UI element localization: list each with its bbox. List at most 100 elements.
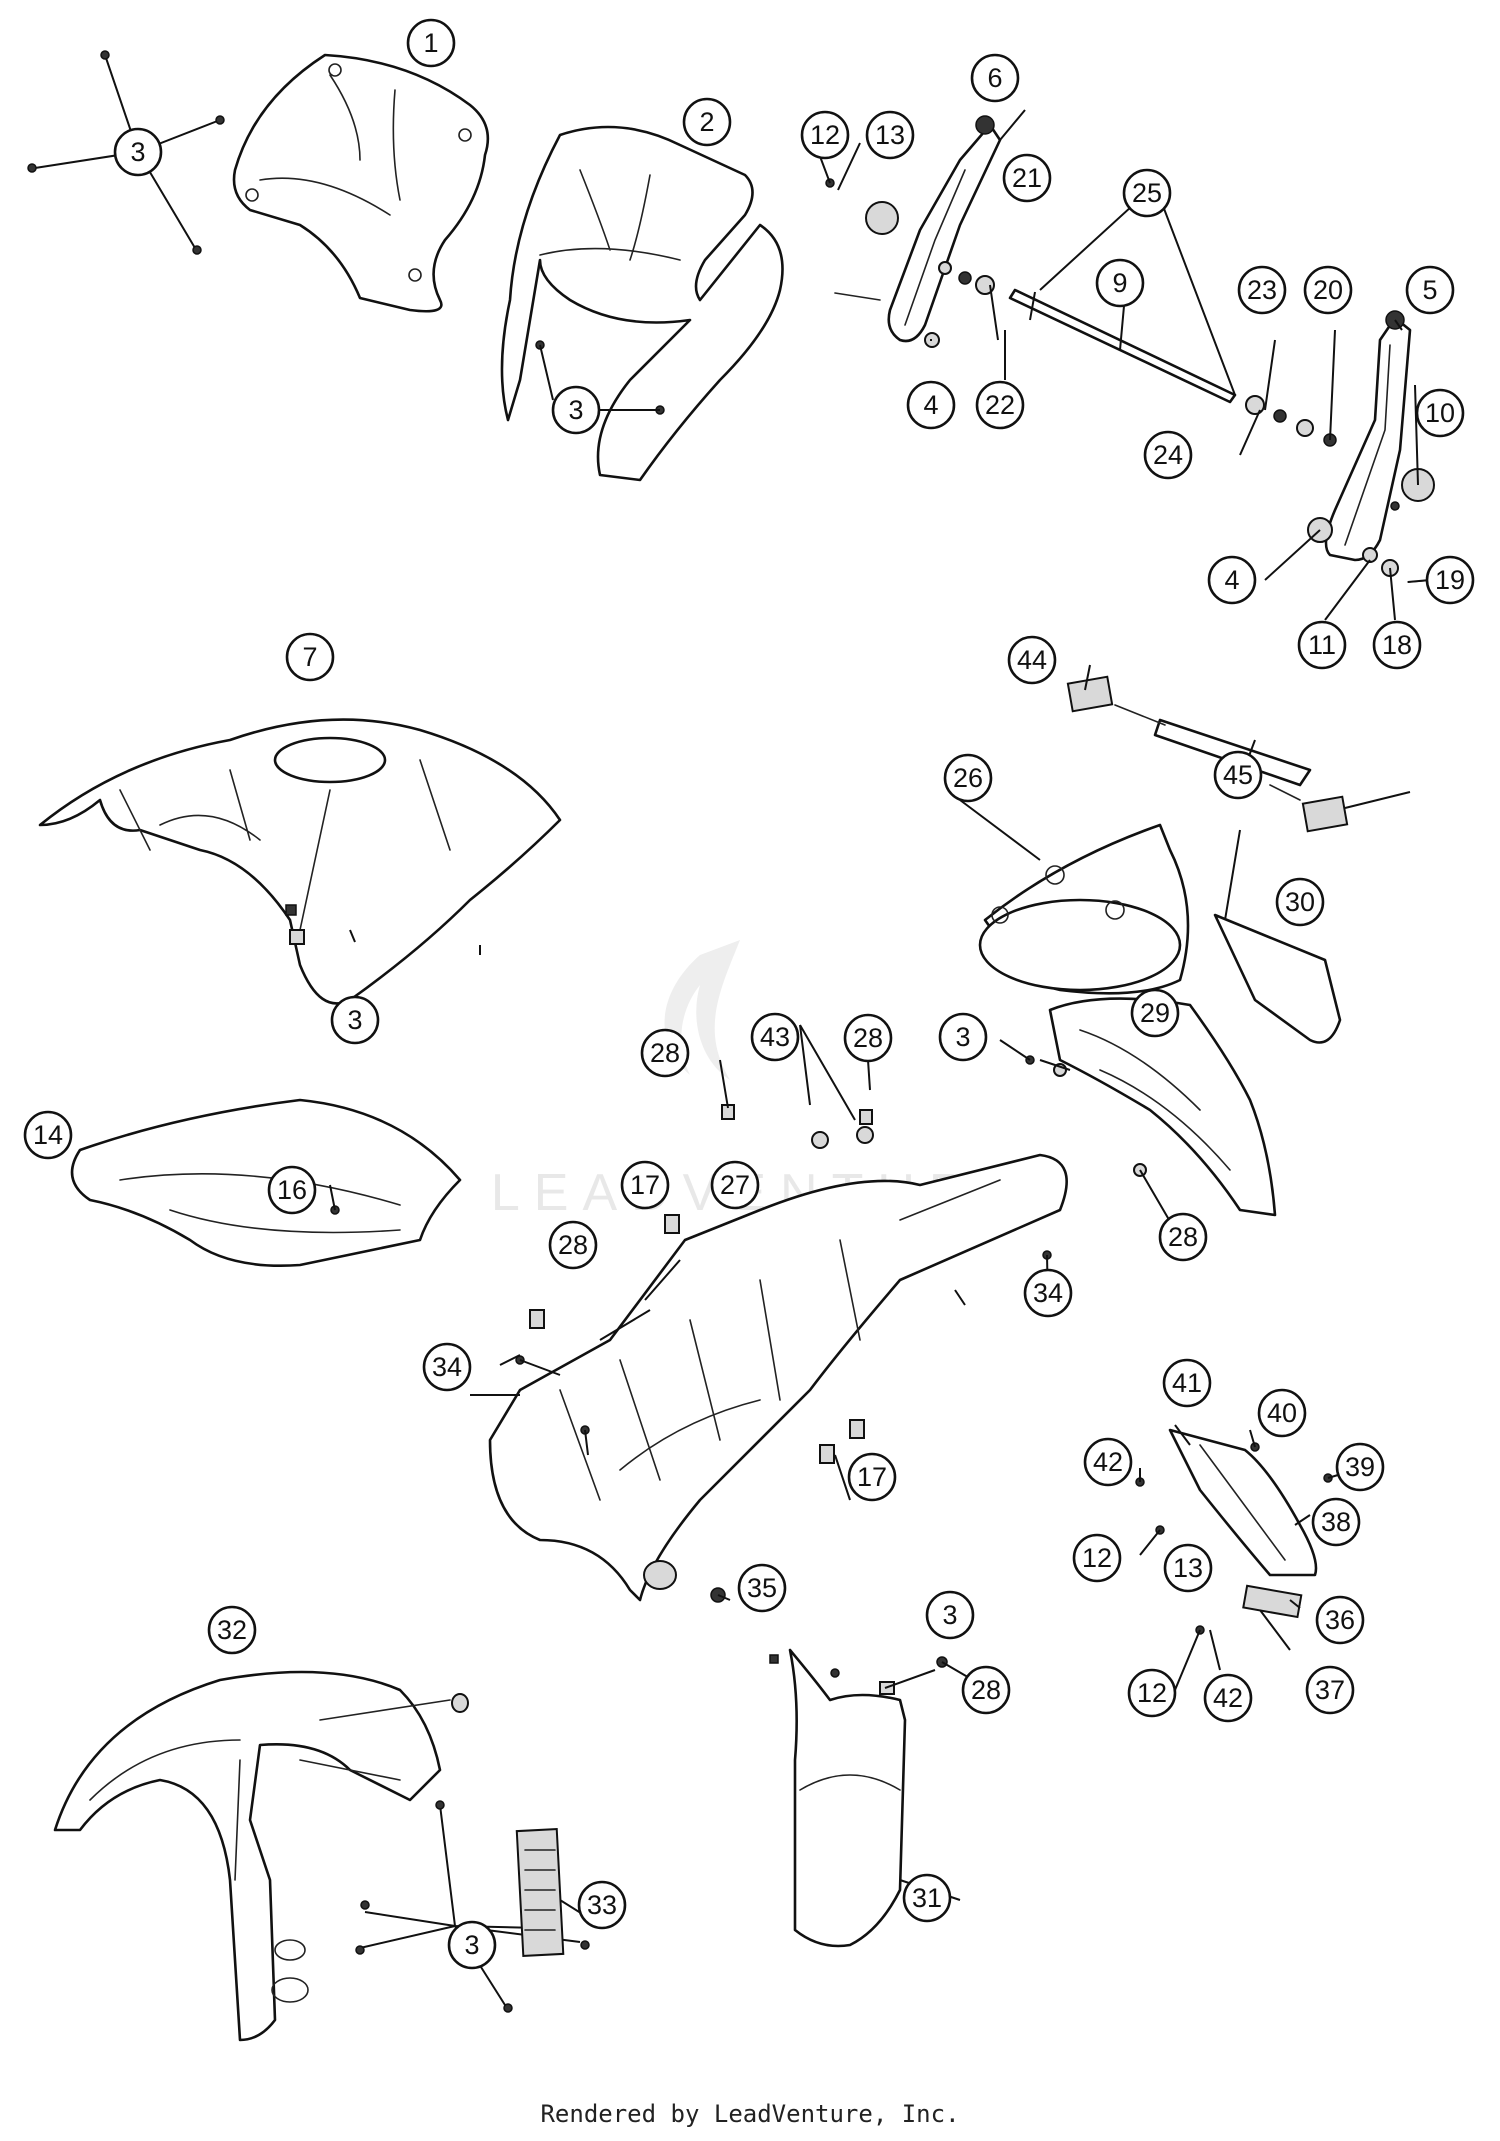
- watermark-logo-icon: [664, 940, 740, 1080]
- callout-43: 43: [750, 1012, 800, 1062]
- part-tail-cowl: [978, 823, 1190, 995]
- svg-text:31: 31: [912, 1883, 942, 1913]
- callout-9: 9: [1095, 258, 1145, 308]
- part-headlight-cowl: [500, 125, 784, 482]
- part-splash-guard: [769, 1648, 948, 1948]
- callout-5: 5: [1405, 265, 1455, 315]
- svg-text:16: 16: [277, 1175, 307, 1205]
- callout-7: 7: [285, 632, 335, 682]
- svg-text:12: 12: [1137, 1678, 1167, 1708]
- svg-text:32: 32: [217, 1615, 247, 1645]
- svg-text:38: 38: [1321, 1507, 1351, 1537]
- svg-text:28: 28: [1168, 1222, 1198, 1252]
- callout-19: 19: [1425, 555, 1475, 605]
- callout-17-lower: 17: [847, 1452, 897, 1502]
- svg-text:3: 3: [347, 1005, 362, 1035]
- svg-text:4: 4: [1224, 565, 1239, 595]
- callout-16: 16: [267, 1165, 317, 1215]
- callout-12-bottom: 12: [1127, 1668, 1177, 1718]
- callout-1: 1: [406, 18, 456, 68]
- callout-36: 36: [1315, 1595, 1365, 1645]
- callout-45: 45: [1213, 750, 1263, 800]
- callout-3-cowl: 3: [551, 385, 601, 435]
- callout-33: 33: [577, 1880, 627, 1930]
- svg-text:44: 44: [1017, 645, 1047, 675]
- callout-4-top: 4: [906, 380, 956, 430]
- svg-text:22: 22: [985, 390, 1015, 420]
- callout-39: 39: [1335, 1442, 1385, 1492]
- callout-34-right: 34: [1023, 1268, 1073, 1318]
- part-windscreen: [232, 53, 490, 313]
- callout-41: 41: [1162, 1358, 1212, 1408]
- svg-text:30: 30: [1285, 887, 1315, 917]
- svg-text:28: 28: [650, 1038, 680, 1068]
- callout-3-splash: 3: [925, 1590, 975, 1640]
- part-number-plate-strip: [1066, 675, 1349, 833]
- svg-text:13: 13: [1173, 1553, 1203, 1583]
- svg-text:20: 20: [1313, 275, 1343, 305]
- svg-text:43: 43: [760, 1022, 790, 1052]
- callout-4-right: 4: [1207, 555, 1257, 605]
- svg-text:28: 28: [971, 1675, 1001, 1705]
- svg-text:1: 1: [423, 28, 438, 58]
- svg-text:14: 14: [33, 1120, 63, 1150]
- callout-28-splash: 28: [961, 1665, 1011, 1715]
- svg-text:18: 18: [1382, 630, 1412, 660]
- svg-text:5: 5: [1422, 275, 1437, 305]
- svg-text:6: 6: [987, 63, 1002, 93]
- callout-13-mid: 13: [1163, 1543, 1213, 1593]
- callout-13-top: 13: [865, 110, 915, 160]
- callout-38: 38: [1311, 1497, 1361, 1547]
- callout-17-upper: 17: [620, 1160, 670, 1210]
- screw-group-top-left: [27, 50, 225, 255]
- callout-30: 30: [1275, 877, 1325, 927]
- svg-text:25: 25: [1132, 178, 1162, 208]
- callout-14: 14: [23, 1110, 73, 1160]
- svg-text:19: 19: [1435, 565, 1465, 595]
- svg-text:3: 3: [568, 395, 583, 425]
- svg-text:28: 28: [853, 1023, 883, 1053]
- svg-text:3: 3: [955, 1022, 970, 1052]
- callout-21: 21: [1002, 153, 1052, 203]
- callout-3-tank: 3: [330, 995, 380, 1045]
- svg-text:37: 37: [1315, 1675, 1345, 1705]
- svg-text:28: 28: [558, 1230, 588, 1260]
- svg-text:24: 24: [1153, 440, 1183, 470]
- svg-text:33: 33: [587, 1890, 617, 1920]
- callout-28-left: 28: [548, 1220, 598, 1270]
- svg-text:3: 3: [942, 1600, 957, 1630]
- svg-text:35: 35: [747, 1573, 777, 1603]
- callout-42-upper: 42: [1083, 1437, 1133, 1487]
- callout-3-top-left: 3: [113, 127, 163, 177]
- callout-29: 29: [1130, 988, 1180, 1038]
- svg-text:12: 12: [810, 120, 840, 150]
- part-rear-inner-fender: [488, 1104, 1068, 1603]
- part-reflector: [515, 1827, 565, 1958]
- svg-text:45: 45: [1223, 760, 1253, 790]
- svg-text:41: 41: [1172, 1368, 1202, 1398]
- svg-text:23: 23: [1247, 275, 1277, 305]
- part-inner-panel: [70, 1098, 462, 1267]
- callout-26: 26: [943, 753, 993, 803]
- callout-44: 44: [1007, 635, 1057, 685]
- part-license-bracket: [1135, 1428, 1333, 1635]
- callout-12-top: 12: [800, 110, 850, 160]
- svg-text:34: 34: [1033, 1278, 1063, 1308]
- callout-34-left: 34: [422, 1342, 472, 1392]
- svg-text:29: 29: [1140, 998, 1170, 1028]
- svg-text:27: 27: [720, 1170, 750, 1200]
- svg-text:36: 36: [1325, 1605, 1355, 1635]
- svg-text:42: 42: [1093, 1447, 1123, 1477]
- callout-18: 18: [1372, 620, 1422, 670]
- callout-10: 10: [1415, 388, 1465, 438]
- callout-28-upper-left: 28: [640, 1028, 690, 1078]
- callout-3-bottom: 3: [447, 1920, 497, 1970]
- svg-text:13: 13: [875, 120, 905, 150]
- callout-23: 23: [1237, 265, 1287, 315]
- svg-text:17: 17: [857, 1462, 887, 1492]
- callout-31: 31: [902, 1873, 952, 1923]
- svg-text:7: 7: [302, 642, 317, 672]
- part-tank-cover: [38, 718, 562, 1005]
- svg-text:11: 11: [1308, 630, 1336, 660]
